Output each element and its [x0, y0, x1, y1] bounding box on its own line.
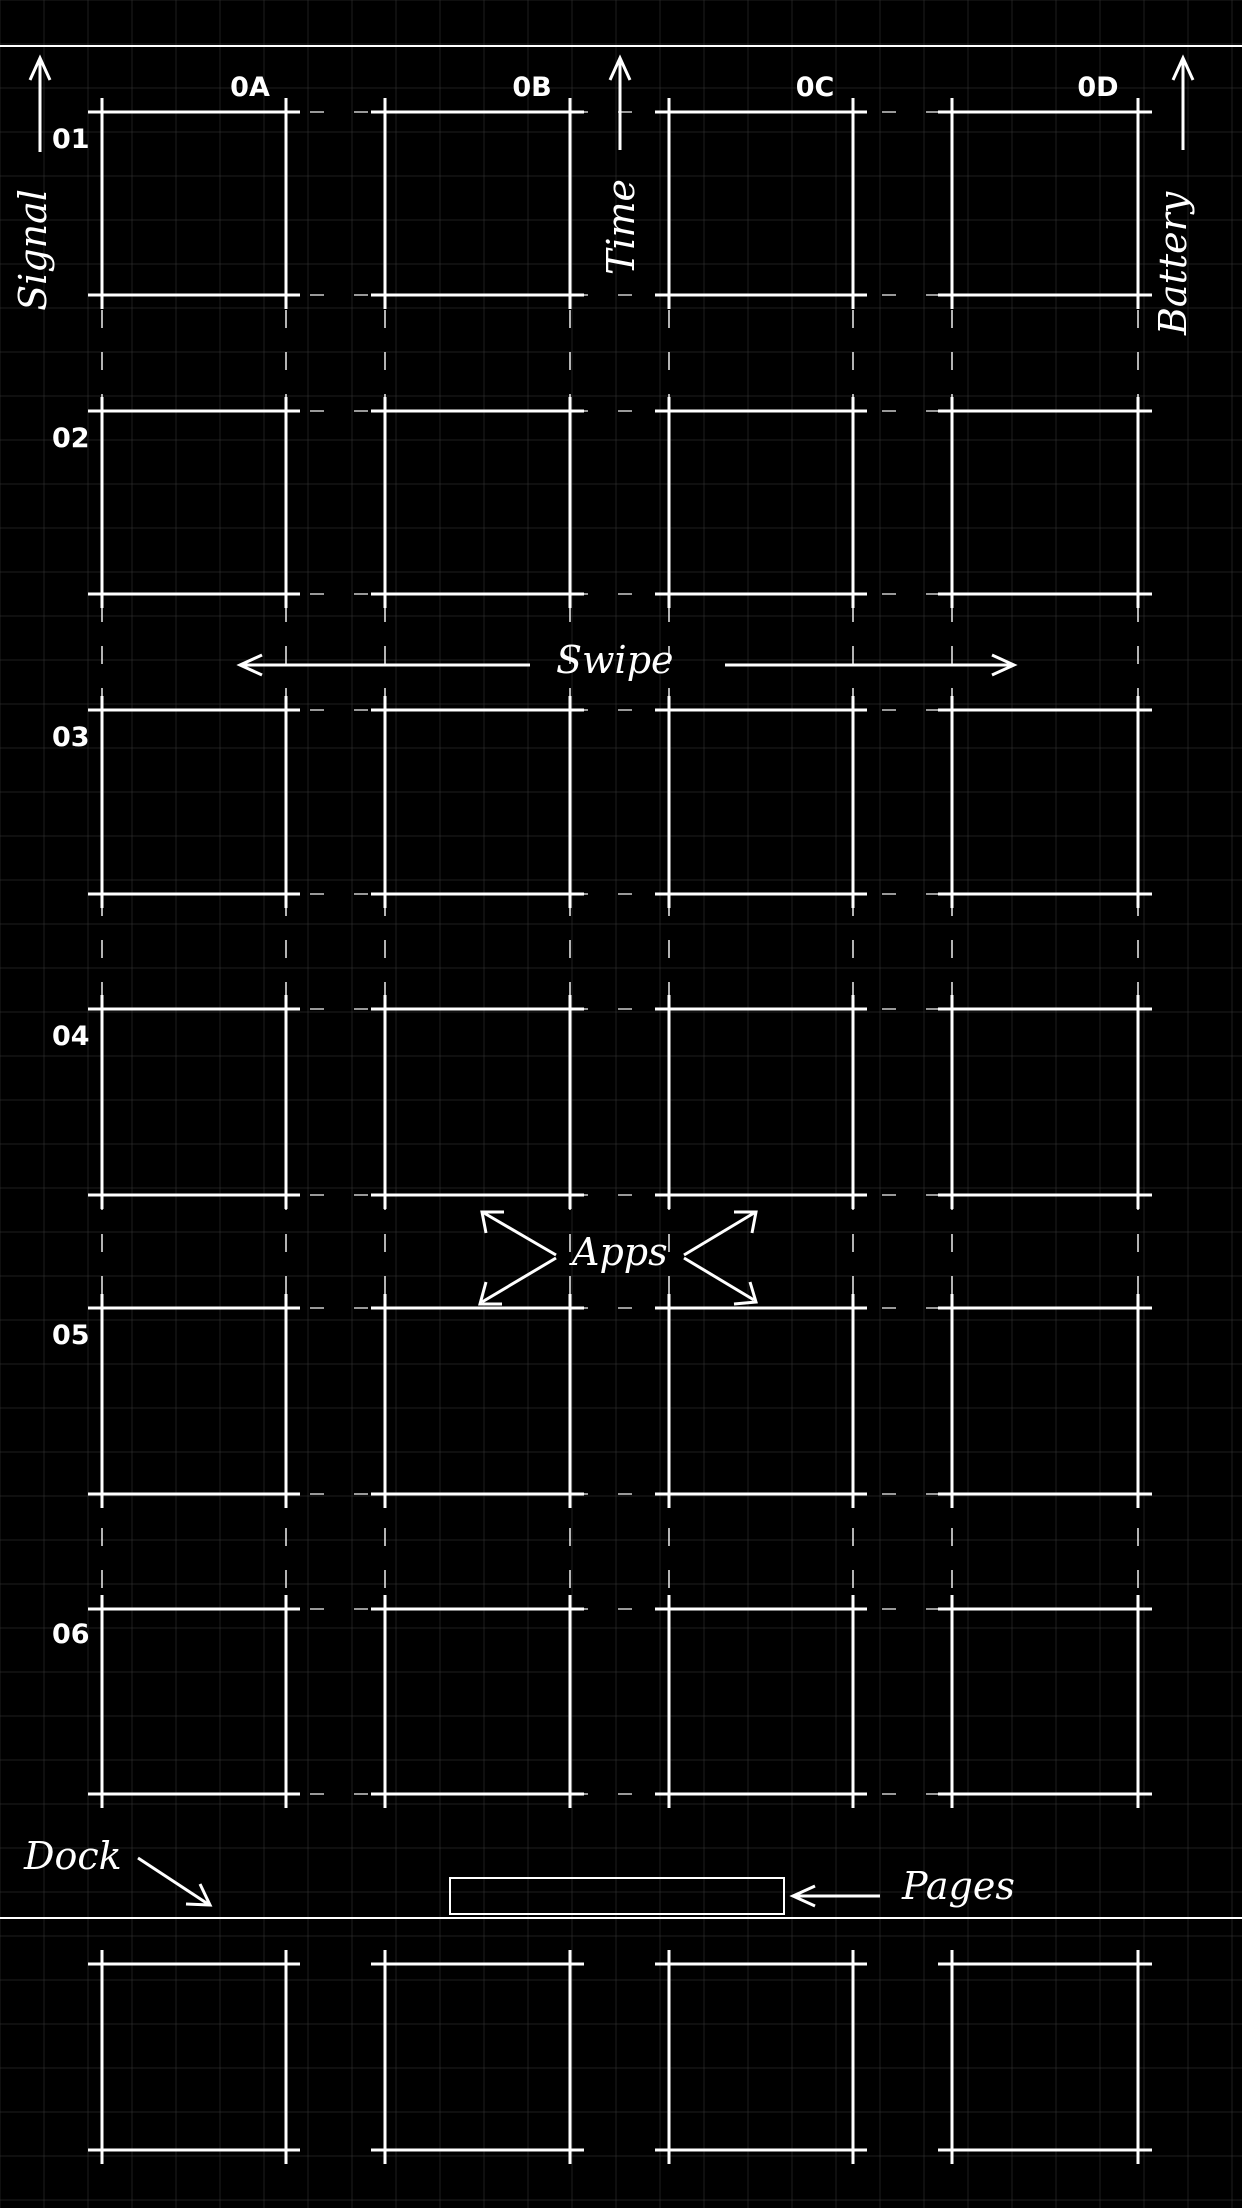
swipe-annotation: Swipe — [556, 638, 674, 682]
battery-annotation: Battery — [1151, 191, 1195, 335]
column-label-0D: 0D — [1077, 72, 1119, 103]
apps-arrowhead-ll — [478, 1281, 502, 1306]
signal-annotation: Signal — [10, 189, 55, 311]
signal-arrowhead — [28, 54, 52, 81]
swipe-left-arrowhead — [236, 653, 263, 677]
row-label-04: 04 — [52, 1021, 90, 1052]
dock-arrow — [137, 1856, 209, 1906]
apps-arrowhead-ur — [734, 1210, 758, 1234]
row-label-05: 05 — [52, 1320, 90, 1351]
column-label-0C: 0C — [795, 72, 835, 103]
dock-arrowhead — [185, 1883, 213, 1907]
page-indicator-box — [449, 1877, 785, 1915]
pages-annotation: Pages — [902, 1864, 1015, 1908]
apps-arrow-lr — [683, 1256, 755, 1302]
battery-arrowhead — [1171, 54, 1195, 81]
row-label-01: 01 — [52, 124, 90, 155]
apps-arrowhead-lr — [733, 1281, 758, 1306]
time-annotation: Time — [599, 178, 644, 276]
column-label-0A: 0A — [230, 72, 270, 103]
time-arrowhead — [608, 54, 632, 81]
apps-arrow-ul — [483, 1211, 557, 1257]
apps-arrow-ll — [481, 1256, 557, 1304]
pages-arrowhead — [789, 1884, 816, 1908]
swipe-right-arrowhead — [991, 653, 1018, 677]
row-label-03: 03 — [52, 722, 90, 753]
apps-arrowhead-ul — [480, 1210, 504, 1234]
apps-arrow-ur — [683, 1211, 755, 1257]
row-label-06: 06 — [52, 1619, 90, 1650]
dock-annotation: Dock — [24, 1834, 122, 1878]
row-label-02: 02 — [52, 423, 90, 454]
column-label-0B: 0B — [512, 72, 552, 103]
apps-annotation: Apps — [572, 1230, 668, 1274]
